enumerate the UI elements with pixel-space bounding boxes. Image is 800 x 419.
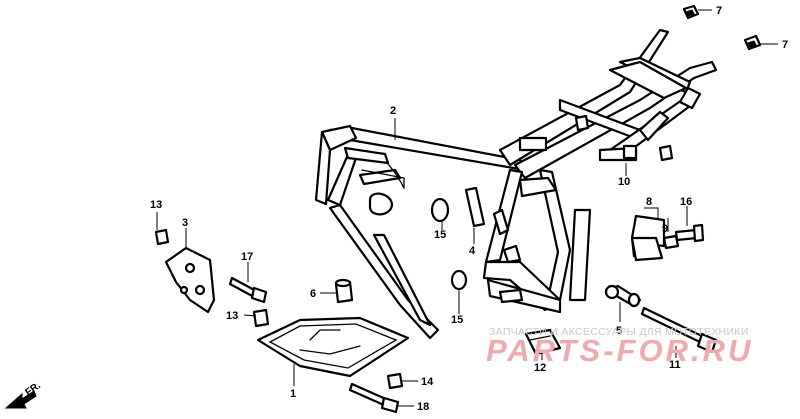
callout-13b: 13 [226,310,238,322]
bolt-13b [252,308,270,328]
bracket-3 [164,246,216,314]
callouts: 2 7 7 10 8 9 16 4 15 15 6 3 13 17 13 1 1… [150,5,788,413]
callout-7b: 7 [782,39,788,51]
bolt-11 [640,306,718,354]
callout-5: 5 [616,325,622,337]
leader-lines [156,9,778,407]
callout-4: 4 [469,245,476,257]
main-frame [314,28,718,340]
callout-1: 1 [290,388,296,400]
callout-16: 16 [680,196,692,208]
callout-7a: 7 [716,5,722,17]
callout-17: 17 [241,251,253,263]
watermark-logo: PARTS-FOR.RU [486,333,754,368]
arrow-icon [4,390,37,409]
callout-14: 14 [421,376,434,388]
bolt-5 [604,284,642,308]
callout-13a: 13 [150,199,162,211]
bolt-18 [348,382,400,414]
callout-8: 8 [646,196,652,208]
nut-7a [682,4,700,20]
plate-4 [464,186,486,228]
callout-9: 9 [662,223,668,235]
bolt-16 [674,223,705,243]
callout-15b: 15 [451,314,463,326]
bolt-13a [154,228,170,246]
plate-10 [622,144,638,160]
collar-6 [334,278,354,304]
skid-plate-1 [256,316,410,378]
callout-2: 2 [390,105,396,117]
callout-12: 12 [534,362,546,374]
callout-18: 18 [417,401,429,413]
callout-6: 6 [310,288,316,300]
nut-7b [743,34,762,51]
bush-15a [430,197,450,223]
front-direction-arrow: FR. [4,380,43,409]
bolt-17 [228,276,268,304]
bracket-8 [630,214,666,262]
collar-9 [662,234,680,250]
callout-3: 3 [182,217,188,229]
block-12 [524,328,562,356]
nut-14 [386,372,404,390]
callout-11: 11 [669,359,681,371]
callout-10: 10 [618,176,630,188]
bush-15b [450,269,468,291]
callout-15a: 15 [434,229,446,241]
watermark-tagline: ЗАПЧАСТИ И АКСЕССУАРЫ ДЛЯ МОТОТЕХНИКИ [489,326,749,338]
